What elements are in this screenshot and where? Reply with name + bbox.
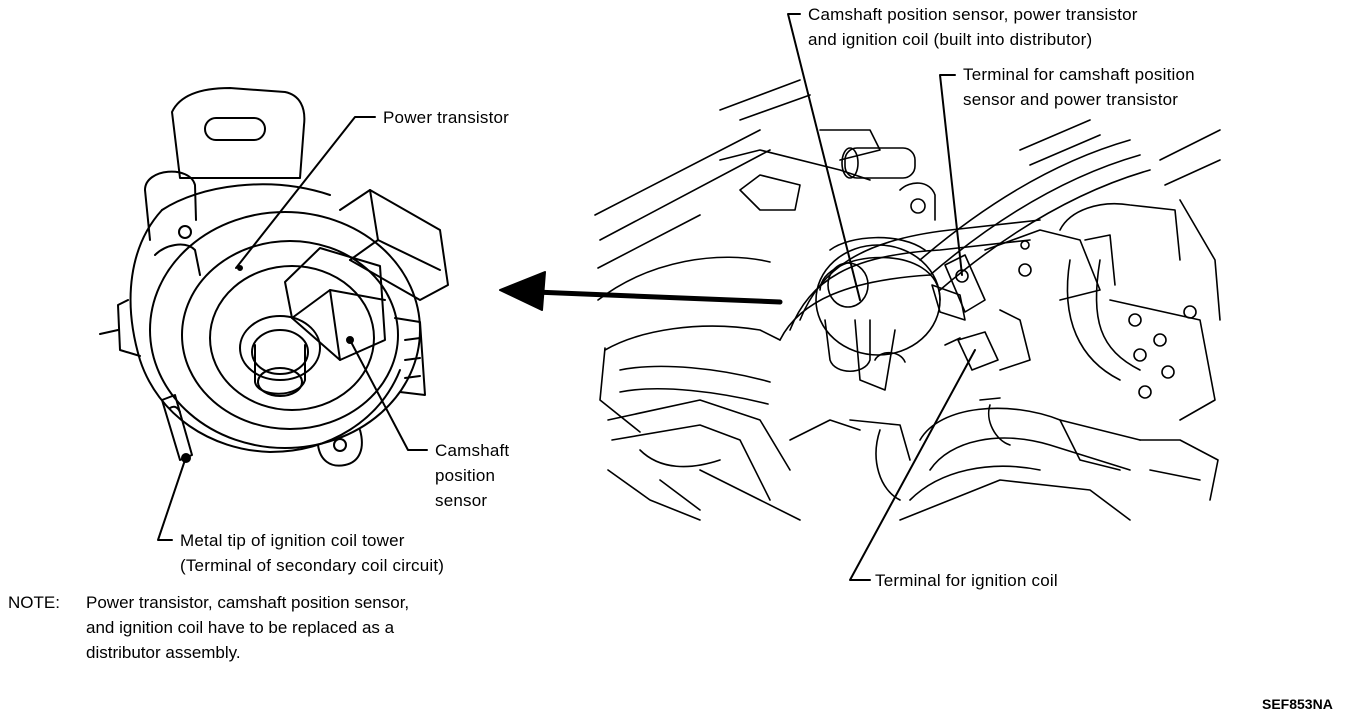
label-terminal-cmp-pt: Terminal for camshaft position sensor an… bbox=[963, 62, 1195, 112]
label-distributor-unit: Camshaft position sensor, power transist… bbox=[808, 2, 1138, 52]
note-line: and ignition coil have to be replaced as… bbox=[86, 618, 395, 637]
label-line: sensor bbox=[435, 491, 488, 510]
label-line: Camshaft position sensor, power transist… bbox=[808, 5, 1138, 24]
label-line: sensor and power transistor bbox=[963, 90, 1179, 109]
label-line: Metal tip of ignition coil tower bbox=[180, 531, 405, 550]
note-line: Power transistor, camshaft position sens… bbox=[86, 593, 410, 612]
note-heading: NOTE: bbox=[8, 593, 60, 612]
distributor-illustration bbox=[99, 87, 449, 467]
label-terminal-ignition-coil: Terminal for ignition coil bbox=[875, 568, 1058, 593]
label-line: (Terminal of secondary coil circuit) bbox=[180, 556, 445, 575]
note-body: Power transistor, camshaft position sens… bbox=[86, 590, 409, 665]
figure-code: SEF853NA bbox=[1262, 696, 1333, 712]
label-metal-tip: Metal tip of ignition coil tower (Termin… bbox=[180, 528, 444, 578]
label-line: and ignition coil (built into distributo… bbox=[808, 30, 1093, 49]
engine-bay-illustration bbox=[594, 79, 1221, 521]
label-line: Power transistor bbox=[383, 108, 510, 127]
label-power-transistor: Power transistor bbox=[383, 105, 509, 130]
label-line: position bbox=[435, 466, 496, 485]
note-line: distributor assembly. bbox=[86, 643, 241, 662]
label-line: Camshaft bbox=[435, 441, 510, 460]
label-camshaft-position-sensor: Camshaft position sensor bbox=[435, 438, 509, 513]
label-line: Terminal for camshaft position bbox=[963, 65, 1195, 84]
label-line: Terminal for ignition coil bbox=[875, 571, 1058, 590]
